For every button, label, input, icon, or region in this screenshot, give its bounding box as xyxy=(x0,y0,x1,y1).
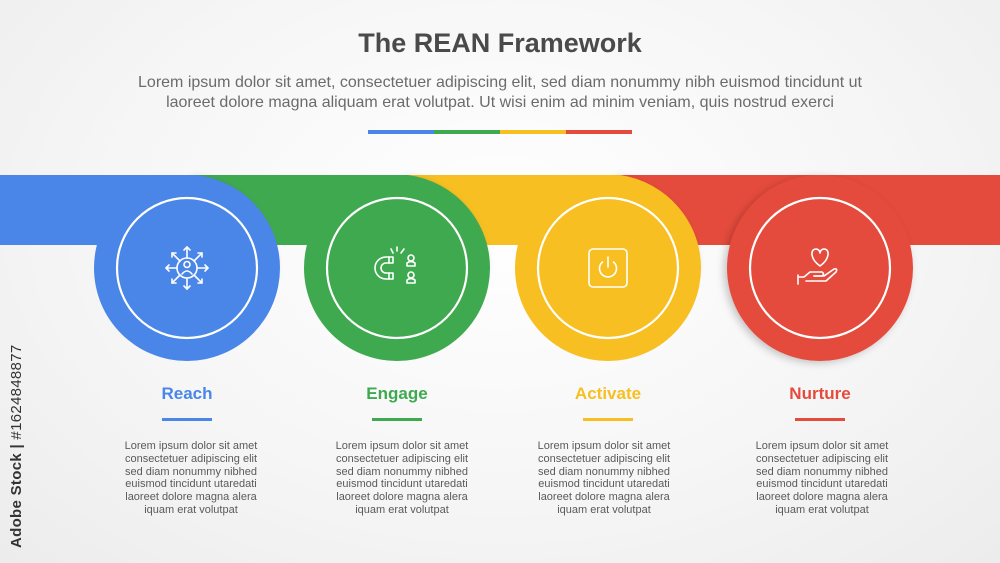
desc-line: iquam erat volutpat xyxy=(557,503,651,516)
step-desc-engage: Lorem ipsum dolor sit amet consectetuer … xyxy=(302,440,502,517)
desc-line: sed diam nonummy nibhed xyxy=(755,465,889,478)
segment-engage xyxy=(196,175,490,361)
desc-line: consectetuer adipiscing elit xyxy=(335,452,469,465)
desc-line: Lorem ipsum dolor sit amet xyxy=(537,440,671,452)
circle-engage xyxy=(304,175,490,361)
circle-activate xyxy=(515,175,701,361)
step-desc-nurture: Lorem ipsum dolor sit amet consectetuer … xyxy=(722,440,922,517)
page-subtitle: Lorem ipsum dolor sit amet, consectetuer… xyxy=(60,73,940,113)
step-title-reach: Reach xyxy=(161,384,213,403)
step-title-activate: Activate xyxy=(574,384,642,403)
step-title-engage: Engage xyxy=(366,384,428,403)
desc-line: consectetuer adipiscing elit xyxy=(537,452,671,465)
page-title: The REAN Framework xyxy=(358,28,642,58)
step-desc-activate: Lorem ipsum dolor sit amet consectetuer … xyxy=(504,440,704,517)
desc-line: laoreet dolore magna alera xyxy=(538,491,670,504)
divider-yellow xyxy=(500,130,566,134)
heart-hand-icon xyxy=(797,248,838,285)
step-title-nurture: Nurture xyxy=(789,384,851,403)
subtitle-line-2: laoreet dolore magna aliquam erat volutp… xyxy=(166,94,834,111)
desc-line: laoreet dolore magna alera xyxy=(756,491,888,504)
desc-line: euismod tincidunt utaredati xyxy=(125,478,257,491)
ring-nurture xyxy=(748,196,892,340)
desc-line: laoreet dolore magna alera xyxy=(336,491,468,504)
desc-line: euismod tincidunt utaredati xyxy=(336,478,468,491)
desc-line: iquam erat volutpat xyxy=(775,503,869,516)
stock-watermark: Adobe Stock | #1624848877 xyxy=(8,345,25,549)
underline-engage xyxy=(372,418,422,421)
desc-line: Lorem ipsum dolor sit amet xyxy=(335,440,469,452)
ring-engage xyxy=(325,196,469,340)
desc-line: iquam erat volutpat xyxy=(355,503,449,516)
power-button-icon xyxy=(588,248,628,288)
step-desc-reach: Lorem ipsum dolor sit amet consectetuer … xyxy=(91,440,291,517)
underline-nurture xyxy=(795,418,845,421)
ring-activate xyxy=(536,196,680,340)
desc-line: Lorem ipsum dolor sit amet xyxy=(755,440,889,452)
desc-line: laoreet dolore magna alera xyxy=(125,491,257,504)
desc-line: sed diam nonummy nibhed xyxy=(335,465,469,478)
divider-green xyxy=(434,130,500,134)
desc-line: iquam erat volutpat xyxy=(144,503,238,516)
stock-brand: Adobe Stock xyxy=(8,453,25,548)
desc-line: Lorem ipsum dolor sit amet xyxy=(124,440,258,452)
segment-reach xyxy=(0,175,280,361)
desc-line: sed diam nonummy nibhed xyxy=(537,465,671,478)
divider-blue xyxy=(368,130,434,134)
stock-separator: | xyxy=(8,444,25,449)
desc-line: euismod tincidunt utaredati xyxy=(756,478,888,491)
divider-red xyxy=(566,130,632,134)
network-user-icon xyxy=(165,246,209,290)
underline-activate xyxy=(583,418,633,421)
underline-reach xyxy=(162,418,212,421)
subtitle-line-1: Lorem ipsum dolor sit amet, consectetuer… xyxy=(138,74,862,91)
stock-id: #1624848877 xyxy=(8,344,25,440)
desc-line: consectetuer adipiscing elit xyxy=(124,452,258,465)
desc-line: sed diam nonummy nibhed xyxy=(124,465,258,478)
ring-reach xyxy=(115,196,259,340)
magnet-people-icon xyxy=(374,246,416,284)
desc-line: consectetuer adipiscing elit xyxy=(755,452,889,465)
circle-nurture xyxy=(727,175,913,361)
desc-line: euismod tincidunt utaredati xyxy=(538,478,670,491)
